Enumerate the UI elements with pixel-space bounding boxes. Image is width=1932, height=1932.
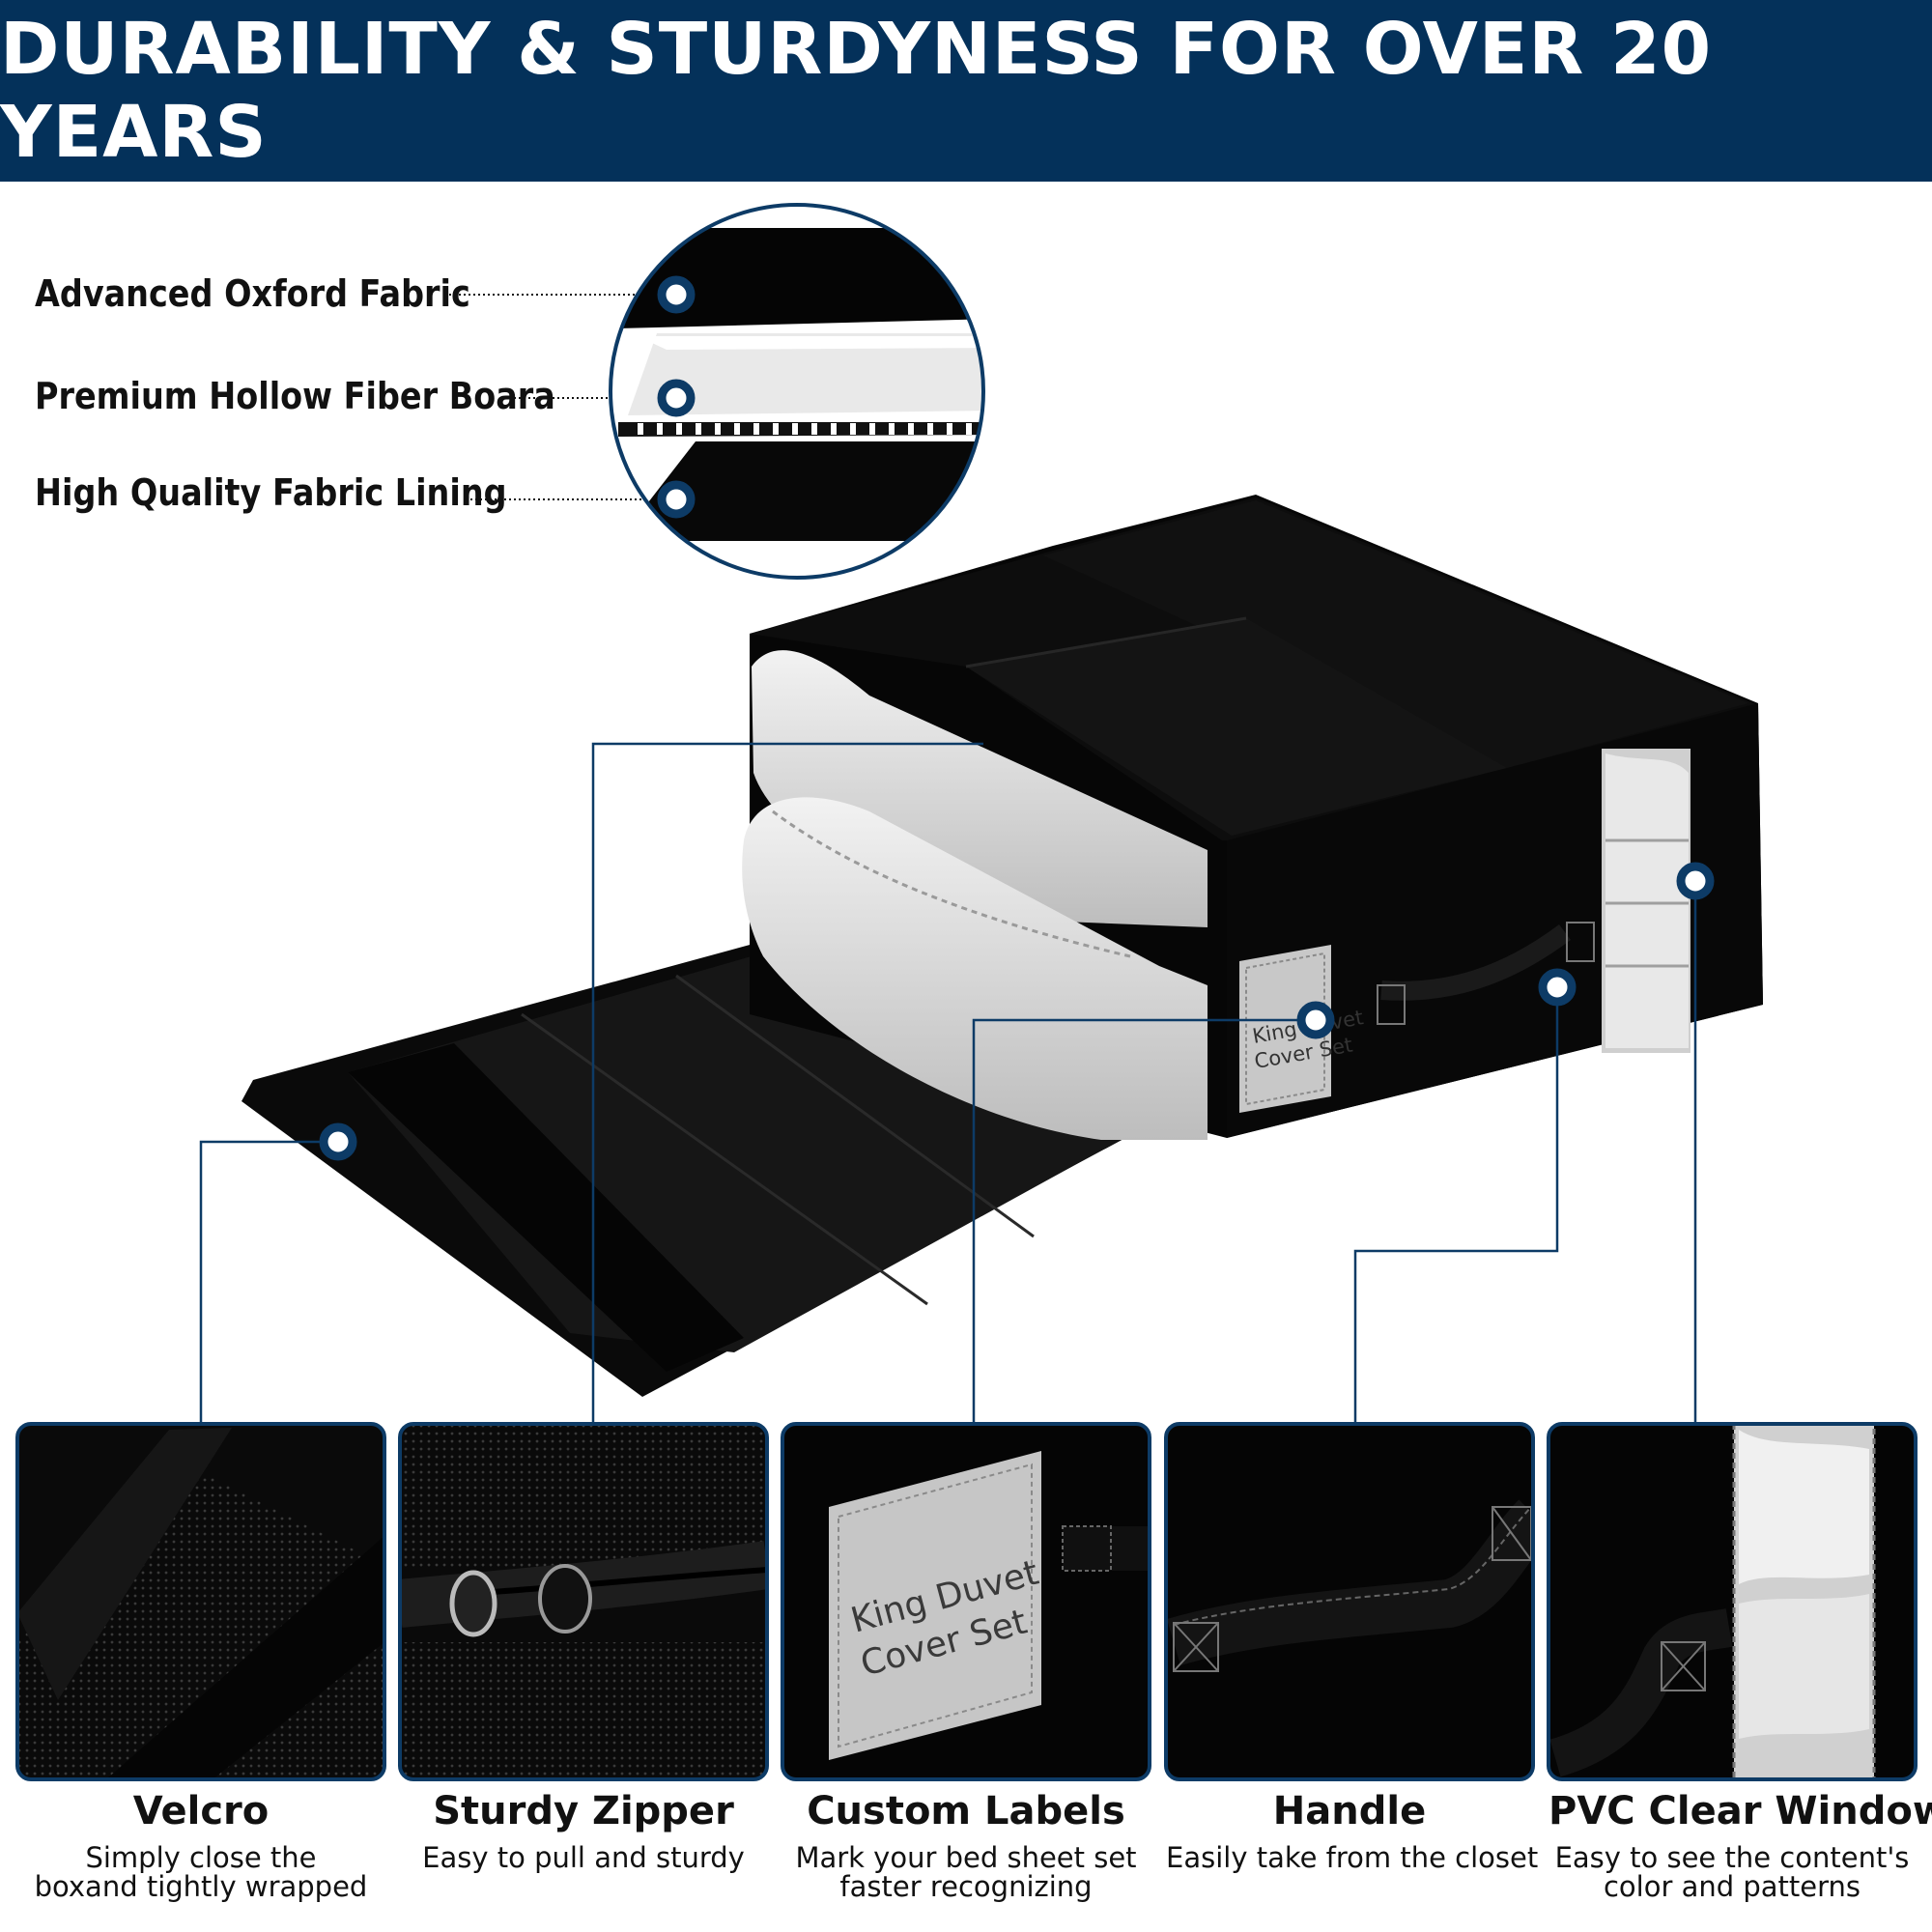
layer-label-fiber-board: Premium Hollow Fiber Boara [35, 375, 555, 417]
layers-zoom-circle [609, 203, 985, 580]
panel-zipper [398, 1422, 769, 1781]
storage-box: King Duvet Cover Set [242, 495, 1763, 1397]
marker-velcro [319, 1122, 357, 1161]
marker-fiber [657, 379, 696, 417]
panel-labels: King Duvet Cover Set [781, 1422, 1151, 1781]
marker-lining [657, 480, 696, 519]
header-banner: DURABILITY & STURDYNESS FOR OVER 20 YEAR… [0, 0, 1932, 182]
feature-title-zipper: Sturdy Zipper [433, 1789, 734, 1833]
panel-handle [1164, 1422, 1535, 1781]
panel-velcro [15, 1422, 386, 1781]
layer-label-lining: High Quality Fabric Lining [35, 471, 507, 514]
layer-label-oxford: Advanced Oxford Fabric [35, 272, 470, 315]
feature-desc-zipper: Easy to pull and sturdy [422, 1841, 745, 1874]
feature-title-window: PVC Clear Window [1548, 1789, 1932, 1833]
panel-window [1547, 1422, 1918, 1781]
feature-desc-handle: Easily take from the closet [1166, 1841, 1539, 1874]
feature-title-handle: Handle [1272, 1789, 1427, 1833]
feature-title-labels: Custom Labels [807, 1789, 1125, 1833]
marker-window [1676, 862, 1715, 900]
marker-oxford [657, 275, 696, 314]
page-title: DURABILITY & STURDYNESS FOR OVER 20 YEAR… [0, 8, 1713, 174]
marker-label [1296, 1001, 1335, 1039]
feature-title-velcro: Velcro [132, 1789, 270, 1833]
marker-handle [1538, 968, 1577, 1007]
callout-lines [199, 742, 1697, 1424]
